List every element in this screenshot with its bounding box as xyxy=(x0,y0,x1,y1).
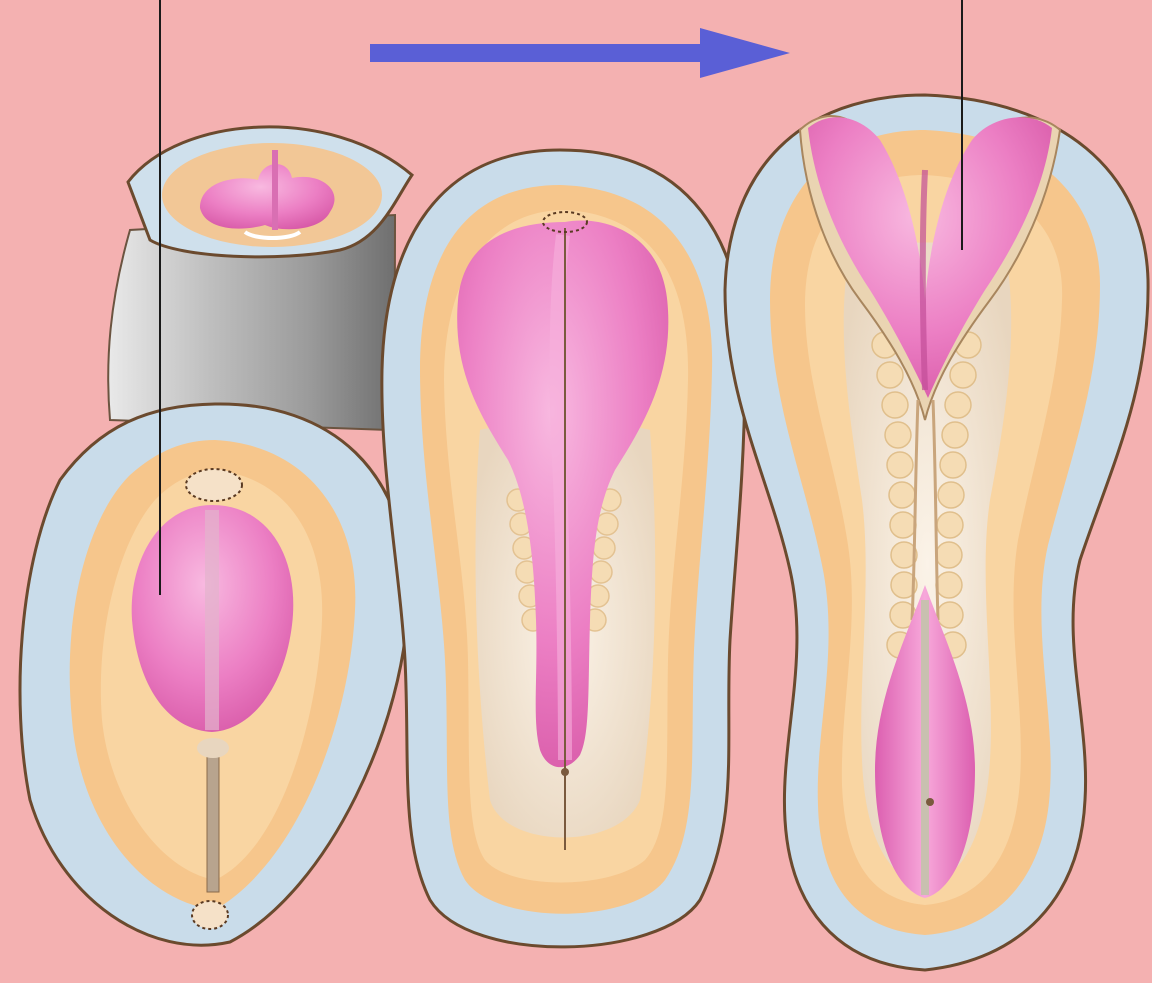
stage-3-node xyxy=(926,798,934,806)
cloacal-membrane xyxy=(192,901,228,929)
primitive-node xyxy=(197,738,229,758)
oropharyngeal-membrane xyxy=(186,469,242,501)
stage-1-neural-groove xyxy=(205,510,219,730)
stage-2-node xyxy=(561,768,569,776)
stage-3-neural-groove-head xyxy=(923,170,925,390)
stage-2-embryo xyxy=(382,150,745,947)
primitive-streak xyxy=(207,742,219,892)
stage-2-neural-fold xyxy=(557,235,565,760)
